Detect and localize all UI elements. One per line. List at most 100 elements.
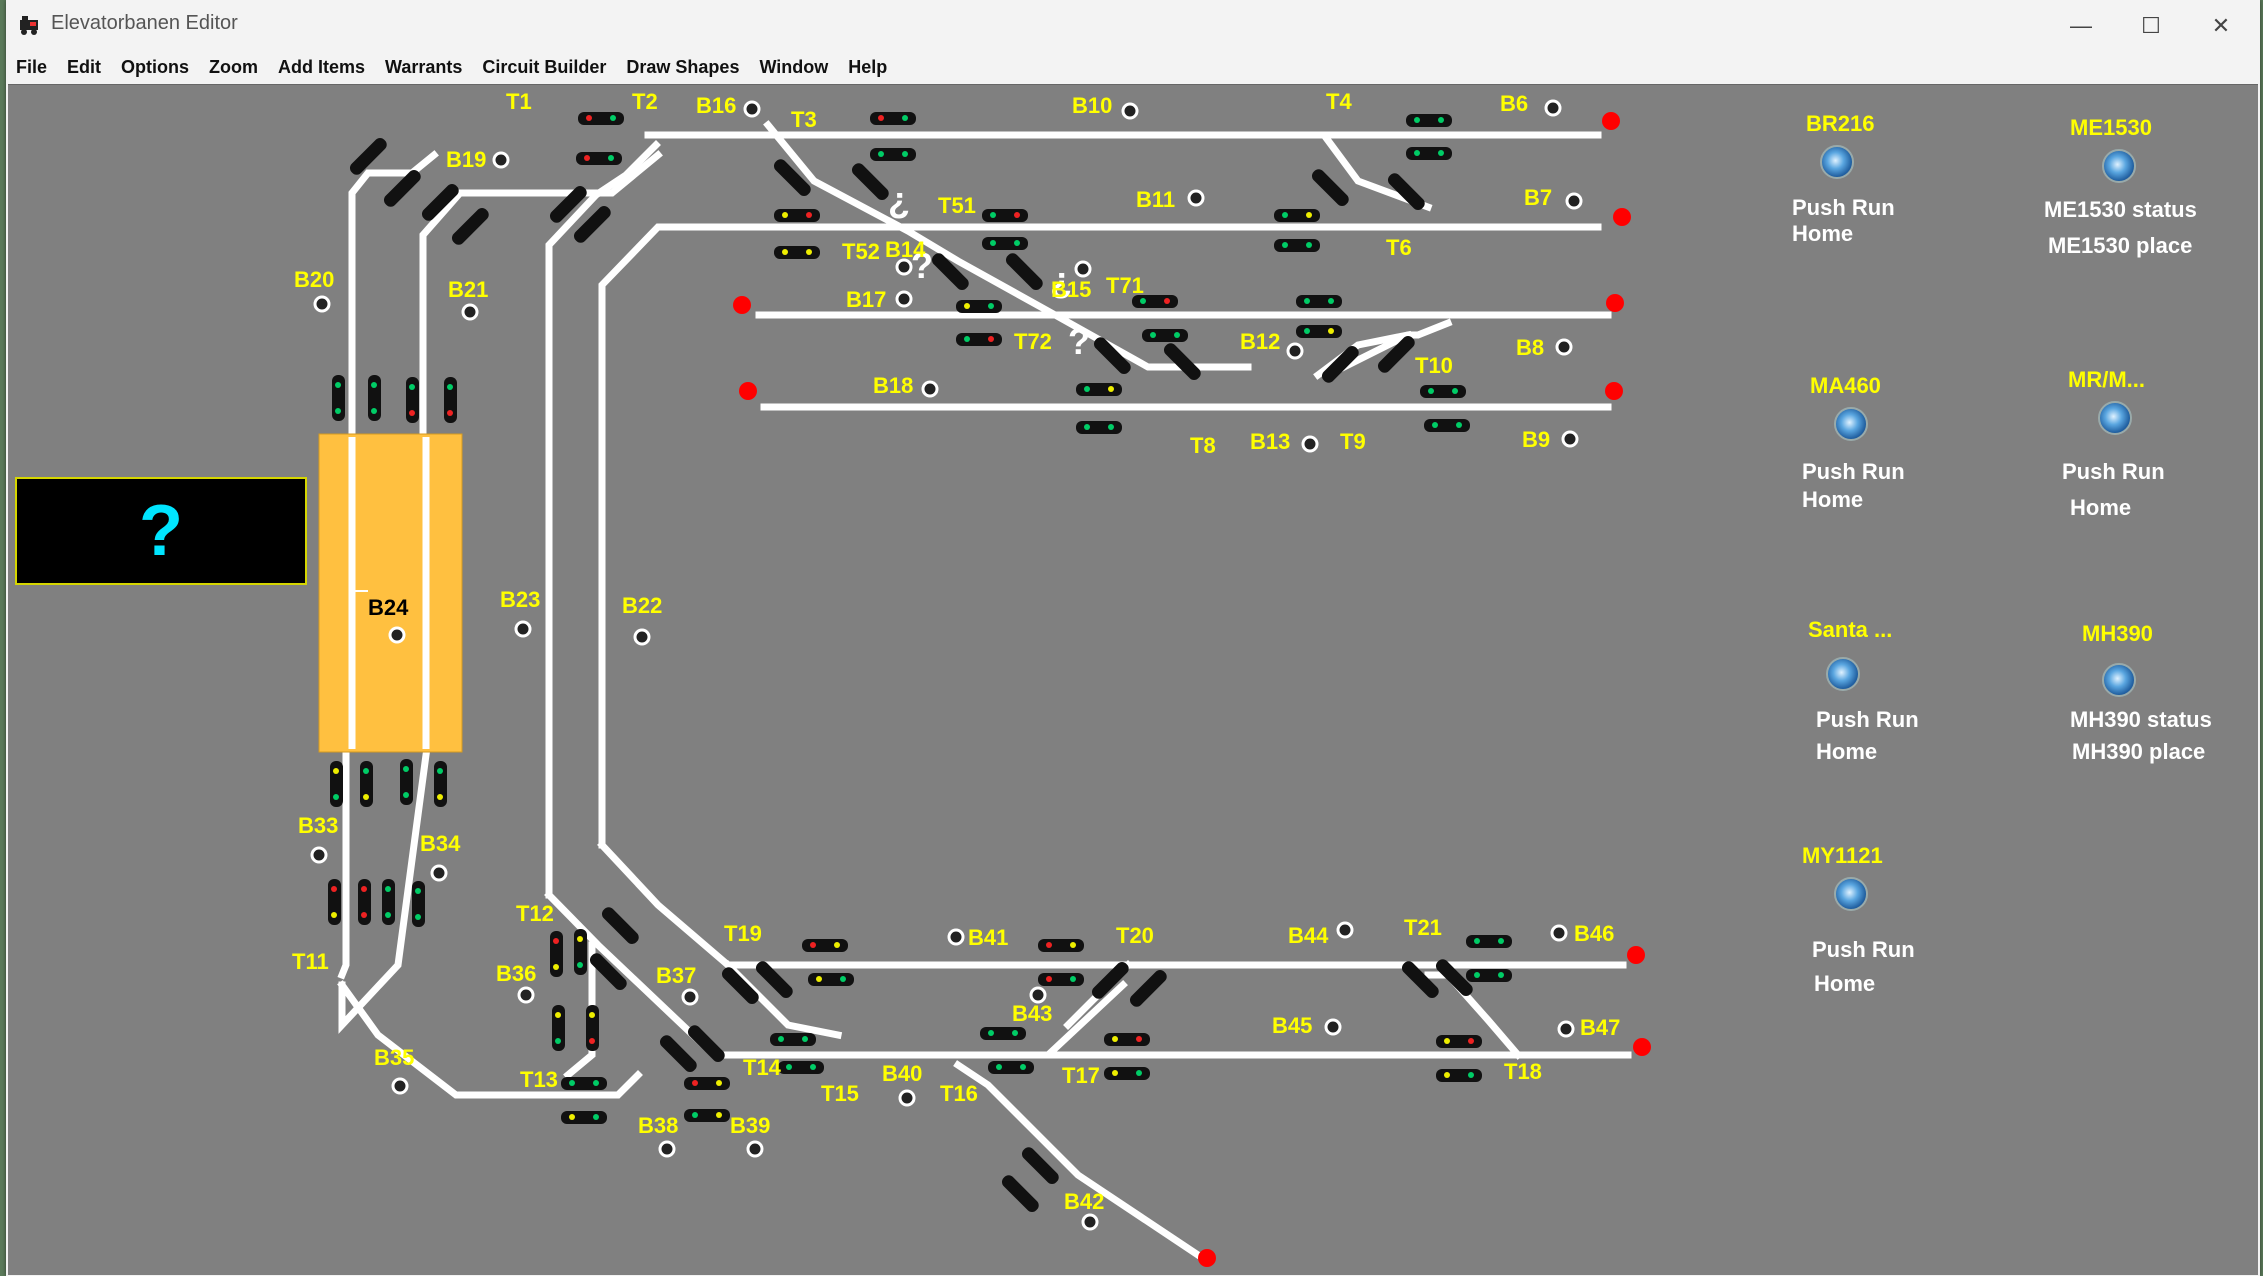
block-label[interactable]: B13 [1250, 429, 1291, 454]
block-label[interactable]: B40 [882, 1061, 923, 1086]
block-label[interactable]: B35 [374, 1045, 415, 1070]
turnout-label[interactable]: T19 [724, 921, 762, 946]
turnout-label[interactable]: T15 [821, 1081, 859, 1106]
block-label[interactable]: B19 [446, 147, 487, 172]
block-label[interactable]: B42 [1064, 1189, 1105, 1214]
turnout-label[interactable]: T1 [506, 89, 532, 114]
unknown-turnout-icon[interactable]: ? [911, 245, 933, 286]
block-label[interactable]: B46 [1574, 921, 1615, 946]
block-label[interactable]: B36 [496, 961, 537, 986]
loco-name[interactable]: MY1121 [1802, 843, 1883, 868]
loco-command[interactable]: Push Run [1812, 937, 1915, 962]
loco-icon[interactable] [2098, 401, 2132, 435]
turnout-label[interactable]: T21 [1404, 915, 1442, 940]
block-label[interactable]: B24 [368, 595, 409, 620]
turnout-label[interactable]: T72 [1014, 329, 1052, 354]
block-label[interactable]: B44 [1288, 923, 1329, 948]
turnout-label[interactable]: T52 [842, 239, 880, 264]
block-label[interactable]: B34 [420, 831, 461, 856]
block-label[interactable]: B33 [298, 813, 339, 838]
menu-edit[interactable]: Edit [67, 56, 102, 77]
block-label[interactable]: B41 [968, 925, 1009, 950]
block-label[interactable]: B15 [1051, 277, 1092, 302]
loco-icon[interactable] [2102, 663, 2136, 697]
menu-help[interactable]: Help [848, 56, 888, 77]
turnout-label[interactable]: T6 [1386, 235, 1412, 260]
loco-command[interactable]: Push Run [1816, 707, 1919, 732]
block-label[interactable]: B7 [1524, 185, 1553, 210]
block-label[interactable]: B45 [1272, 1013, 1313, 1038]
menu-warrants[interactable]: Warrants [385, 56, 463, 77]
block-label[interactable]: B21 [448, 277, 489, 302]
menu-draw-shapes[interactable]: Draw Shapes [626, 56, 740, 77]
signal-head-icon [586, 1005, 599, 1051]
block-label[interactable]: B16 [696, 93, 737, 118]
loco-icon[interactable] [1826, 657, 1860, 691]
block-label[interactable]: B11 [1136, 187, 1176, 212]
turnout-label[interactable]: T9 [1340, 429, 1366, 454]
unknown-indicator[interactable]: ? [15, 477, 307, 585]
loco-icon[interactable] [2102, 149, 2136, 183]
maximize-button[interactable]: ☐ [2116, 0, 2186, 52]
block-label[interactable]: B47 [1580, 1015, 1621, 1040]
loco-icon[interactable] [1834, 877, 1868, 911]
loco-name[interactable]: MA460 [1810, 373, 1881, 398]
block-label[interactable]: B9 [1522, 427, 1551, 452]
block-label[interactable]: B14 [885, 237, 926, 262]
turnout-label[interactable]: T51 [938, 193, 976, 218]
minimize-button[interactable]: — [2046, 0, 2116, 52]
title-bar[interactable]: Elevatorbanen Editor — ☐ ✕ [6, 0, 2260, 52]
turnout-label[interactable]: T12 [516, 901, 554, 926]
menu-circuit-builder[interactable]: Circuit Builder [482, 56, 607, 77]
loco-command[interactable]: Push Run [1792, 195, 1895, 220]
loco-name[interactable]: Santa ... [1808, 617, 1893, 642]
menu-add-items[interactable]: Add Items [278, 56, 366, 77]
turnout-label[interactable]: T17 [1062, 1063, 1100, 1088]
block-label[interactable]: B22 [622, 593, 663, 618]
turnout-label[interactable]: T14 [743, 1055, 781, 1080]
turnout-label[interactable]: T8 [1190, 433, 1216, 458]
menu-file[interactable]: File [16, 56, 48, 77]
block-label[interactable]: B38 [638, 1113, 679, 1138]
block-label[interactable]: B12 [1240, 329, 1281, 354]
turnout-label[interactable]: T11 [292, 949, 329, 974]
block-label[interactable]: B6 [1500, 91, 1529, 116]
loco-name[interactable]: MR/M... [2068, 367, 2145, 392]
signal-head-icon [1093, 337, 1131, 375]
loco-name[interactable]: BR216 [1806, 111, 1875, 136]
loco-command[interactable]: Push Run [2062, 459, 2165, 484]
unknown-turnout-icon[interactable]: ¿ [888, 179, 910, 220]
block-label[interactable]: B8 [1516, 335, 1545, 360]
block-label[interactable]: B37 [656, 963, 697, 988]
turnout-label[interactable]: T20 [1116, 923, 1154, 948]
block-label[interactable]: B43 [1012, 1001, 1053, 1026]
turnout-label[interactable]: T13 [520, 1067, 558, 1092]
block-label[interactable]: B18 [873, 373, 914, 398]
turnout-label[interactable]: T4 [1326, 89, 1352, 114]
loco-icon[interactable] [1820, 145, 1854, 179]
menu-window[interactable]: Window [759, 56, 829, 77]
loco-command[interactable]: Push Run [1802, 459, 1905, 484]
turnout-label[interactable]: T10 [1415, 353, 1453, 378]
turnout-label[interactable]: T3 [791, 107, 817, 132]
close-button[interactable]: ✕ [2186, 0, 2256, 52]
block-label[interactable]: B17 [846, 287, 887, 312]
turnout-label[interactable]: T2 [632, 89, 658, 114]
signal-head-icon [1420, 385, 1466, 398]
turnout-label[interactable]: T71 [1106, 273, 1144, 298]
menu-options[interactable]: Options [121, 56, 190, 77]
loco-name[interactable]: ME1530 [2070, 115, 2152, 140]
unknown-turnout-icon[interactable]: ? [1068, 321, 1090, 362]
block-label[interactable]: B39 [730, 1113, 771, 1138]
layout-panel[interactable]: ? ¿ ? ¿ ? T1 T2 T3 T4 T6 T8 T9 T10 T11 T… [8, 84, 2258, 1275]
menu-zoom[interactable]: Zoom [209, 56, 259, 77]
turnout-label[interactable]: T16 [940, 1081, 978, 1106]
loco-status: ME1530 status [2044, 197, 2197, 222]
unknown-turnout-icon[interactable]: ¿ [1050, 259, 1072, 300]
loco-name[interactable]: MH390 [2082, 621, 2153, 646]
block-label[interactable]: B23 [500, 587, 541, 612]
block-label[interactable]: B10 [1072, 93, 1113, 118]
block-label[interactable]: B20 [294, 267, 335, 292]
turnout-label[interactable]: T18 [1504, 1059, 1542, 1084]
loco-icon[interactable] [1834, 407, 1868, 441]
